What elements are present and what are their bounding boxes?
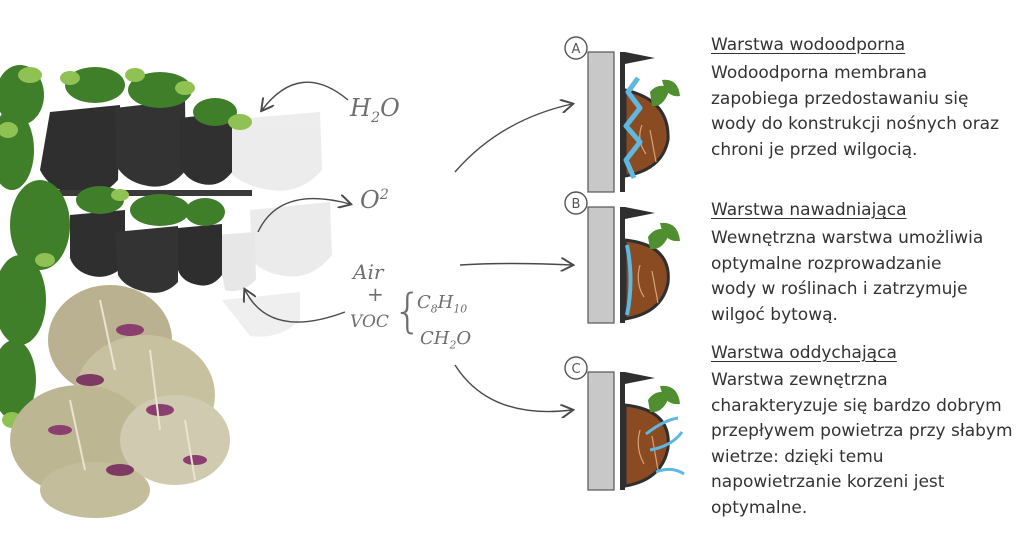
o2-arrow	[257, 199, 350, 233]
ch2o-label: CH2O	[420, 328, 472, 352]
layer-c-badge: C	[571, 362, 580, 377]
layer-b-badge: B	[572, 197, 581, 212]
air-arrow	[245, 290, 346, 323]
plus-sign: +	[367, 282, 384, 306]
layer-a-badge: A	[572, 42, 581, 57]
o2-label: O2	[360, 186, 389, 214]
layer-c-title: Warstwa oddychająca	[711, 343, 897, 363]
trailing-plant	[10, 285, 230, 518]
layer-b-title: Warstwa nawadniająca	[711, 200, 907, 220]
felt-pockets	[22, 100, 252, 293]
voc-label: VOC	[350, 312, 389, 332]
layer-a-title: Warstwa wodoodporna	[711, 35, 906, 55]
layer-diagram-a: A	[564, 36, 680, 193]
foliage-light	[0, 67, 252, 428]
layer-c-description: Warstwa zewnętrzna charakteryzuje się ba…	[711, 370, 1013, 518]
h2o-arrow	[262, 81, 349, 110]
ghost-pockets	[215, 112, 332, 337]
layer-diagram-b: B	[564, 191, 680, 324]
layer-a-description: Wodoodporna membrana zapobiega przedosta…	[711, 63, 1000, 160]
green-wall-illustration	[0, 65, 350, 518]
c8h10-label: C8H10	[417, 292, 468, 316]
h2o-label: H2O	[350, 94, 400, 126]
layer-b-description: Wewnętrzna warstwa umożliwia optymalne r…	[711, 228, 984, 325]
air-label: Air	[353, 260, 384, 284]
formula-brace: {	[393, 284, 423, 338]
arrow-to-layer-a	[454, 104, 572, 173]
arrow-to-layer-c	[454, 364, 572, 412]
layer-diagram-c: C	[564, 356, 685, 491]
arrow-to-layer-b	[459, 264, 572, 266]
